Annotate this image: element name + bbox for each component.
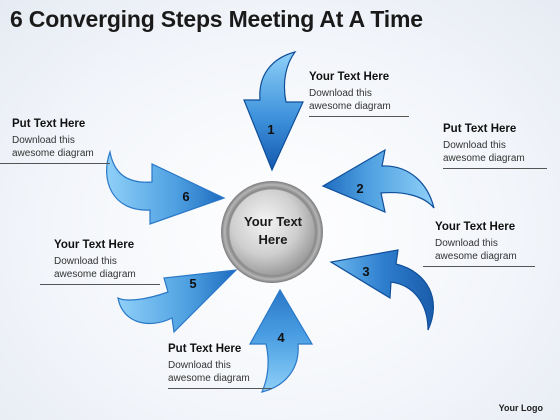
logo-text: Your Logo	[498, 403, 543, 413]
step-6-description: Download this awesome diagram	[12, 135, 94, 159]
step-3-description: Download this awesome diagram	[435, 238, 517, 262]
step-4-underline	[168, 388, 272, 389]
step-1-label: Your Text Here Download this awesome dia…	[309, 70, 409, 117]
step-6-underline	[0, 163, 110, 164]
step-2-heading: Put Text Here	[443, 123, 517, 135]
step-1-description: Download this awesome diagram	[309, 88, 391, 112]
step-4-description: Download this awesome diagram	[168, 360, 250, 384]
step-4-heading: Put Text Here	[168, 343, 242, 355]
step-2-label: Put Text Here Download this awesome diag…	[443, 122, 547, 169]
step-5-arrow	[117, 269, 238, 334]
step-1-heading: Your Text Here	[309, 71, 390, 83]
step-1-number: 1	[267, 122, 274, 137]
step-2-number: 2	[356, 181, 363, 196]
diagram-title: 6 Converging Steps Meeting At A Time	[10, 6, 423, 32]
step-5-heading: Your Text Here	[54, 239, 135, 251]
step-1-underline	[309, 116, 409, 117]
step-2-description: Download this awesome diagram	[443, 140, 525, 164]
step-3-arrow	[329, 249, 434, 331]
step-2-underline	[443, 168, 547, 169]
step-3-heading: Your Text Here	[435, 221, 516, 233]
step-4-label: Put Text Here Download this awesome diag…	[168, 342, 272, 389]
step-4-number: 4	[277, 330, 285, 345]
step-3-underline	[423, 266, 535, 267]
step-2-arrow	[321, 148, 435, 213]
step-3-number: 3	[362, 264, 369, 279]
step-6-heading: Put Text Here	[12, 118, 86, 130]
center-hub	[228, 188, 316, 276]
center-text-line-2: Here	[259, 232, 288, 247]
step-1-arrow	[243, 50, 304, 172]
step-6-arrow	[106, 149, 226, 225]
step-5-number: 5	[189, 276, 196, 291]
step-6-label: Put Text Here Download this awesome diag…	[0, 117, 110, 164]
step-3-label: Your Text Here Download this awesome dia…	[423, 220, 535, 267]
step-5-label: Your Text Here Download this awesome dia…	[40, 238, 160, 285]
step-4-arrow	[248, 288, 314, 393]
center-text-line-1: Your Text	[244, 214, 303, 229]
step-5-underline	[40, 284, 160, 285]
step-6-number: 6	[182, 189, 189, 204]
step-5-description: Download this awesome diagram	[54, 256, 136, 280]
